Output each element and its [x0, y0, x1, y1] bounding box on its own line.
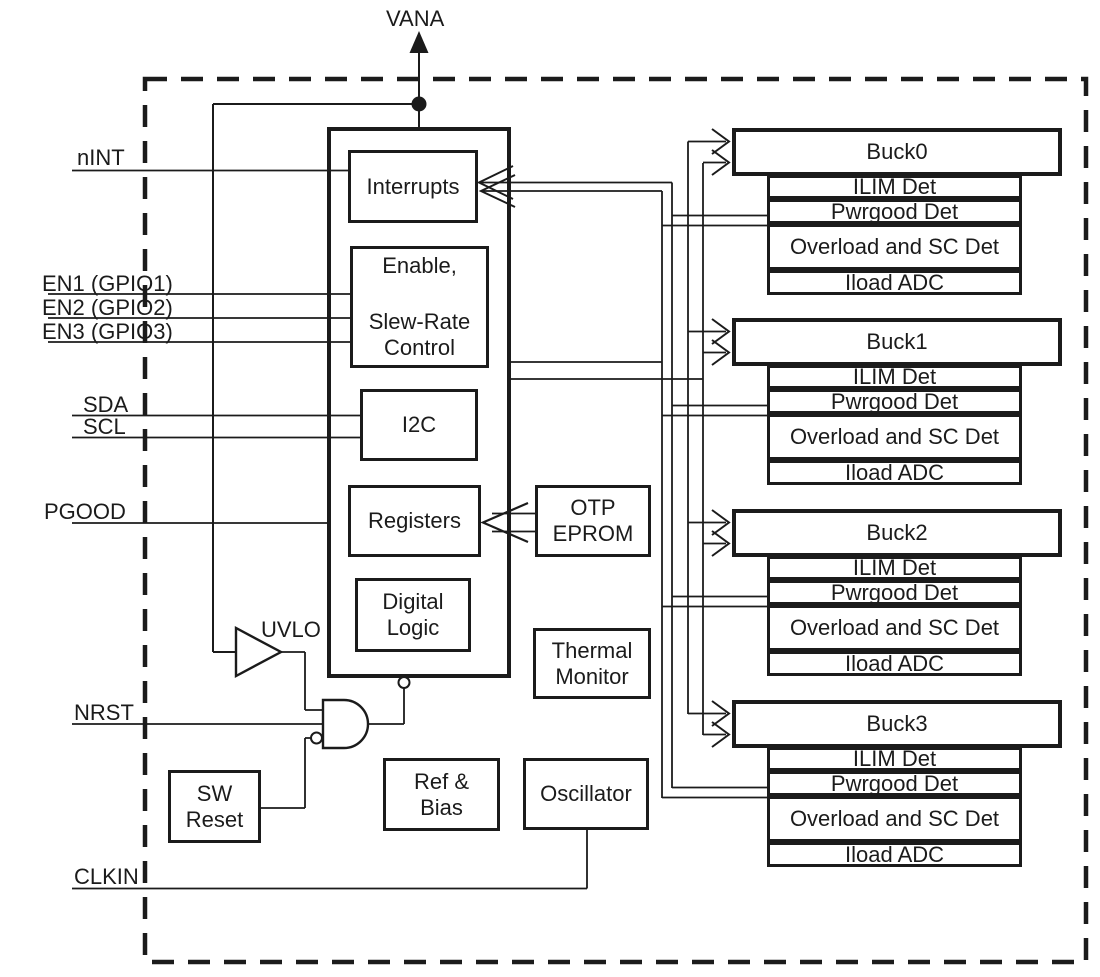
buck-sub-ilim: ILIM Det	[767, 174, 1022, 199]
uvlo-buffer	[234, 626, 284, 678]
pin-nint: nINT	[77, 145, 125, 170]
chip-boundary	[142, 76, 1089, 965]
registers-arrowhead	[480, 501, 529, 544]
buck3-group: Buck3 ILIM Det Pwrgood Det Overload and …	[732, 700, 1064, 868]
buck-sub-pwrgood: Pwrgood Det	[767, 580, 1022, 605]
pin-clkin: CLKIN	[74, 864, 139, 889]
buck-sub-ilim: ILIM Det	[767, 364, 1022, 389]
nand-gate	[321, 698, 370, 750]
buck-sub-pwrgood: Pwrgood Det	[767, 389, 1022, 414]
buck-header: Buck1	[732, 318, 1062, 366]
buck-sub-iload: Iload ADC	[767, 270, 1022, 295]
pin-sda: SDA	[83, 392, 129, 417]
pin-pgood: PGOOD	[44, 499, 126, 524]
pin-en2: EN2 (GPIO2)	[42, 295, 173, 320]
oscillator-block: Oscillator	[523, 758, 649, 830]
buck1-group: Buck1 ILIM Det Pwrgood Det Overload and …	[732, 318, 1064, 486]
buck-sub-overload: Overload and SC Det	[767, 796, 1022, 842]
interrupts-arrowhead-2	[478, 174, 516, 208]
buck-sub-iload: Iload ADC	[767, 460, 1022, 485]
nand-input-bubble	[310, 731, 323, 745]
pin-nrst: NRST	[74, 700, 134, 725]
buck-sub-overload: Overload and SC Det	[767, 224, 1022, 270]
buck-sub-overload: Overload and SC Det	[767, 605, 1022, 651]
clkin-wire	[72, 830, 588, 890]
buck2-group: Buck2 ILIM Det Pwrgood Det Overload and …	[732, 509, 1064, 677]
uvlo-label: UVLO	[261, 617, 321, 642]
vana-label: VANA	[386, 6, 445, 31]
buck-sub-ilim: ILIM Det	[767, 746, 1022, 771]
buck-sub-overload: Overload and SC Det	[767, 414, 1022, 460]
buck-header: Buck2	[732, 509, 1062, 557]
interrupts-arrowhead-1	[476, 165, 514, 200]
buck-header: Buck0	[732, 128, 1062, 176]
central-digital-block	[327, 127, 511, 678]
buck0-group: Buck0 ILIM Det Pwrgood Det Overload and …	[732, 128, 1064, 296]
buck-sub-pwrgood: Pwrgood Det	[767, 771, 1022, 796]
pin-en1: EN1 (GPIO1)	[42, 271, 173, 296]
buck-sub-iload: Iload ADC	[767, 842, 1022, 867]
buck-sub-pwrgood: Pwrgood Det	[767, 199, 1022, 224]
pin-en3: EN3 (GPIO3)	[42, 319, 173, 344]
registers-block: Registers	[348, 485, 481, 557]
buck-header: Buck3	[732, 700, 1062, 748]
pin-scl: SCL	[83, 414, 126, 439]
reset-output-bubble	[397, 676, 411, 689]
interrupts-block: Interrupts	[348, 150, 478, 223]
vana-junction-dot	[411, 96, 427, 112]
i2c-block: I2C	[360, 389, 478, 461]
buck-sub-ilim: ILIM Det	[767, 555, 1022, 580]
buck-sub-iload: Iload ADC	[767, 651, 1022, 676]
enable-slew-rate-block: Enable, Slew-Rate Control	[350, 246, 489, 368]
vana-arrow	[409, 31, 429, 53]
ref-bias-block: Ref &Bias	[383, 758, 500, 831]
